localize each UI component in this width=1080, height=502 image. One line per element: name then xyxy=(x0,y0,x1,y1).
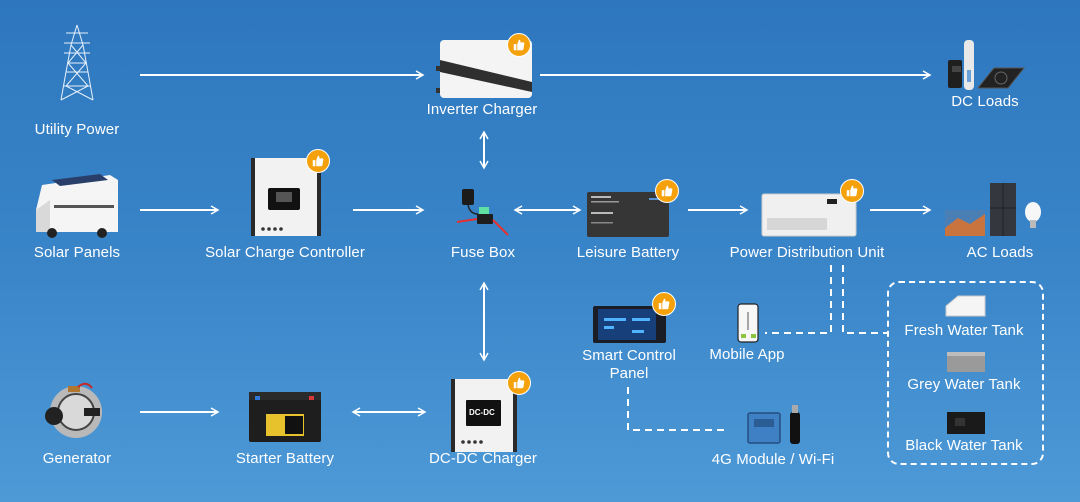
thumbs-up-icon xyxy=(658,298,670,310)
label-4g-module-wifi: 4G Module / Wi-Fi xyxy=(711,451,835,468)
starter-battery-icon xyxy=(249,392,321,442)
label-dc-dc-charger: DC-DC Charger xyxy=(429,450,537,467)
recommended-badge-control-panel xyxy=(652,292,676,316)
leisure-battery-icon xyxy=(587,192,669,237)
thumbs-up-icon xyxy=(312,155,324,167)
label-mobile-app: Mobile App xyxy=(709,346,785,363)
recommended-badge-leisure-battery xyxy=(655,179,679,203)
label-solar-panels: Solar Panels xyxy=(33,244,121,261)
dashed-panel-to-4g xyxy=(627,387,728,431)
label-grey-water-tank: Grey Water Tank xyxy=(907,376,1021,393)
thumbs-up-icon xyxy=(513,377,525,389)
ac-loads-icon xyxy=(945,183,1041,236)
recommended-badge-solar-controller xyxy=(306,149,330,173)
black-tank-icon xyxy=(947,412,985,434)
water-tanks-group xyxy=(887,281,1044,465)
grey-tank-icon xyxy=(947,352,985,372)
fuse-icon xyxy=(456,189,509,236)
thumbs-up-icon xyxy=(846,185,858,197)
router-icon xyxy=(747,405,800,444)
label-power-distribution-unit: Power Distribution Unit xyxy=(729,244,885,261)
label-inverter-charger: Inverter Charger xyxy=(426,101,538,118)
label-smart-control-panel-line2: Panel xyxy=(609,365,649,382)
dc-dc-charger-icon: DC-DC xyxy=(451,379,517,452)
dc-dc-screen-text: DC-DC xyxy=(469,408,495,417)
label-leisure-battery: Leisure Battery xyxy=(576,244,680,261)
fresh-tank-icon xyxy=(945,295,986,317)
recommended-badge-dc-dc-charger xyxy=(507,371,531,395)
rv-solar-icon xyxy=(36,174,118,238)
label-starter-battery: Starter Battery xyxy=(235,450,335,467)
label-fuse-box: Fuse Box xyxy=(450,244,516,261)
pdu-icon xyxy=(761,193,857,237)
label-utility-power: Utility Power xyxy=(34,121,120,138)
recommended-badge-pdu xyxy=(840,179,864,203)
label-solar-charge-controller: Solar Charge Controller xyxy=(205,244,365,261)
inverter-charger-icon xyxy=(436,40,532,98)
recommended-badge-inverter xyxy=(507,33,531,57)
alternator-icon xyxy=(45,382,102,438)
thumbs-up-icon xyxy=(661,185,673,197)
label-black-water-tank: Black Water Tank xyxy=(905,437,1023,454)
label-generator: Generator xyxy=(42,450,112,467)
solar-charge-controller-icon xyxy=(251,158,321,236)
label-dc-loads: DC Loads xyxy=(951,93,1019,110)
label-ac-loads: AC Loads xyxy=(966,244,1034,261)
label-smart-control-panel-line1: Smart Control xyxy=(582,347,676,364)
phone-icon xyxy=(737,303,759,343)
control-panel-icon xyxy=(593,306,666,343)
transmission-tower-icon xyxy=(60,24,94,101)
dashed-pdu-to-tanks xyxy=(842,265,887,334)
dc-loads-icon xyxy=(948,40,1026,90)
dashed-pdu-to-app xyxy=(765,265,832,334)
thumbs-up-icon xyxy=(513,39,525,51)
label-fresh-water-tank: Fresh Water Tank xyxy=(904,322,1024,339)
